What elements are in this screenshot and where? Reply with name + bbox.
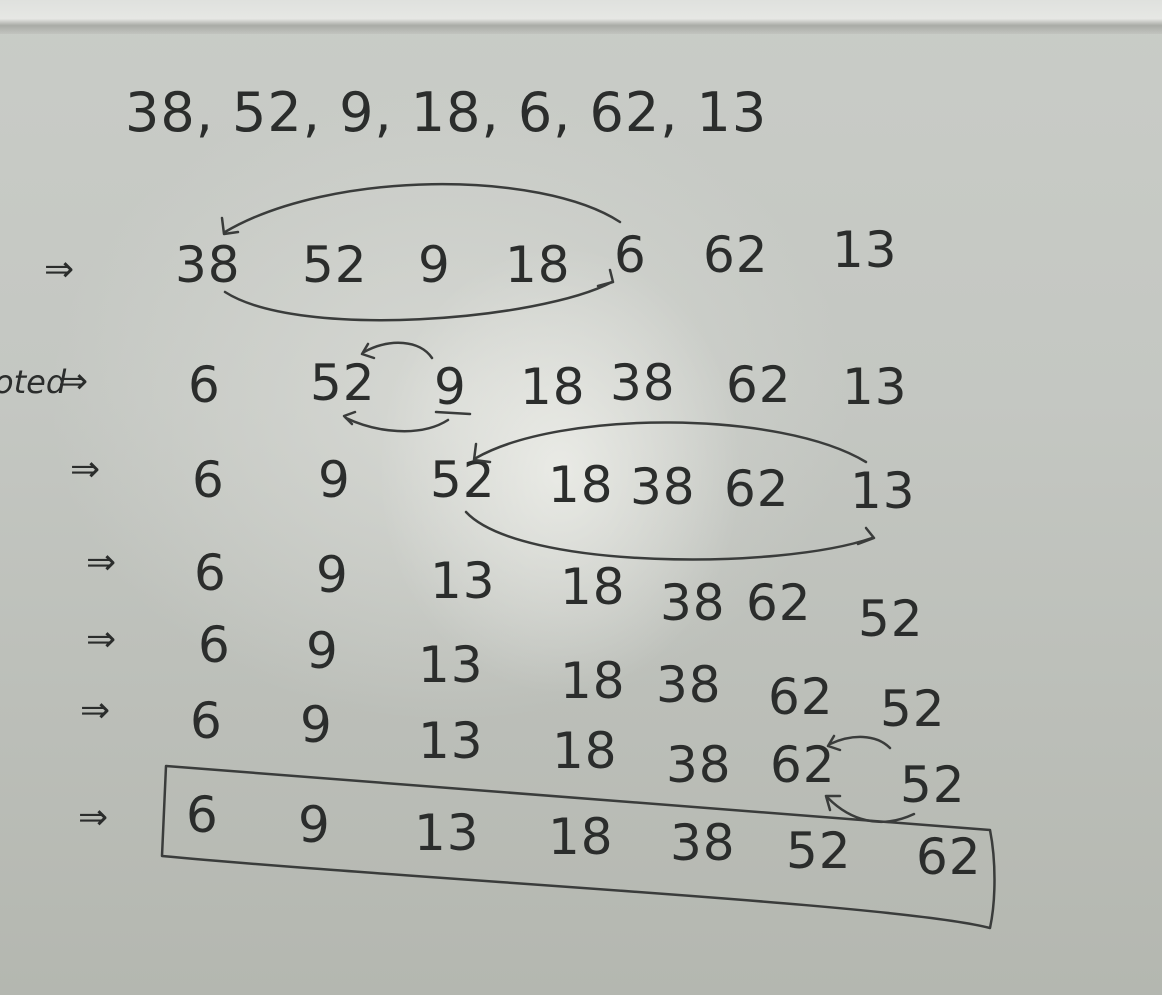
- row-6-value: 38: [666, 736, 732, 794]
- whiteboard-frame: [0, 0, 1162, 34]
- row-4-value: 6: [194, 544, 227, 602]
- row-5-value: 13: [418, 636, 484, 694]
- swap-curve-top: [828, 735, 892, 750]
- row-2-value: 52: [310, 354, 376, 412]
- row-2-value: 38: [610, 354, 676, 412]
- row-7-value: 38: [670, 814, 736, 872]
- row-1-value: 13: [832, 221, 898, 279]
- row-6-value: 62: [770, 736, 836, 794]
- row-4-value: 18: [560, 558, 626, 616]
- row-5-value: 18: [560, 652, 626, 710]
- row-6-value: 9: [300, 696, 333, 754]
- swap-curve-top: [362, 341, 434, 360]
- row-1-value: 18: [505, 236, 571, 294]
- row-6-value: 52: [900, 756, 966, 814]
- swap-curve-bottom: [223, 280, 614, 322]
- row-7-value: 52: [786, 822, 852, 880]
- step-arrow-3: ⇒: [70, 449, 101, 490]
- swap-curve-bottom: [464, 510, 874, 561]
- row-6-value: 6: [190, 692, 223, 750]
- step-arrow-5: ⇒: [86, 619, 117, 660]
- row-5-value: 52: [880, 680, 946, 738]
- row-3-value: 62: [724, 460, 790, 518]
- row-2-value: 13: [842, 358, 908, 416]
- step-arrow-7: ⇒: [78, 797, 109, 838]
- row-5-value: 6: [198, 616, 231, 674]
- step-arrow-2: ⇒: [58, 361, 89, 402]
- row-4-value: 9: [316, 546, 349, 604]
- sorted-result-box: [160, 764, 996, 930]
- row-7-value: 9: [298, 796, 331, 854]
- row-1-value: 6: [614, 226, 647, 284]
- row-2-value: 18: [520, 358, 586, 416]
- step-arrow-1: ⇒: [44, 249, 75, 290]
- arrowhead-icon: [360, 342, 376, 360]
- row-1-value: 38: [175, 236, 241, 294]
- row-5-value: 38: [656, 656, 722, 714]
- row-7-value: 62: [916, 828, 982, 886]
- row-2-value: 62: [726, 356, 792, 414]
- row-3-value: 38: [630, 458, 696, 516]
- row-1-value: 52: [302, 236, 368, 294]
- row-4-value: 52: [858, 590, 924, 648]
- row-3-value: 13: [850, 462, 916, 520]
- row-1-value: 9: [418, 236, 451, 294]
- row-3-value: 18: [548, 456, 614, 514]
- row-5-value: 9: [306, 622, 339, 680]
- sorted-label: oted: [0, 363, 67, 401]
- arrowhead-icon: [220, 216, 240, 236]
- arrowhead-icon: [856, 526, 876, 546]
- row-7-value: 6: [186, 786, 219, 844]
- arrowhead-icon: [472, 442, 492, 464]
- row-1-value: 62: [703, 226, 769, 284]
- swap-curve-bottom: [344, 416, 450, 433]
- row-6-value: 18: [552, 722, 618, 780]
- row-5-value: 62: [768, 668, 834, 726]
- swap-curve-top: [223, 182, 622, 234]
- row-4-value: 38: [660, 574, 726, 632]
- initial-sequence: 38, 52, 9, 18, 6, 62, 13: [125, 81, 768, 144]
- step-arrow-4: ⇒: [86, 542, 117, 583]
- row-7-value: 18: [548, 808, 614, 866]
- row-7-value: 13: [414, 804, 480, 862]
- arrowhead-icon: [826, 734, 842, 752]
- arrowhead-icon: [596, 268, 615, 288]
- row-2-value: 6: [188, 356, 221, 414]
- row-3-value: 6: [192, 451, 225, 509]
- underline-mark: [434, 410, 472, 416]
- row-3-value: 52: [430, 451, 496, 509]
- swap-curve-top: [474, 421, 868, 464]
- row-2-value: 9: [434, 358, 467, 416]
- row-6-value: 13: [418, 712, 484, 770]
- step-arrow-6: ⇒: [80, 690, 111, 731]
- row-3-value: 9: [318, 451, 351, 509]
- row-4-value: 62: [746, 574, 812, 632]
- arrowhead-icon: [824, 794, 842, 812]
- row-4-value: 13: [430, 552, 496, 610]
- arrowhead-icon: [342, 410, 357, 426]
